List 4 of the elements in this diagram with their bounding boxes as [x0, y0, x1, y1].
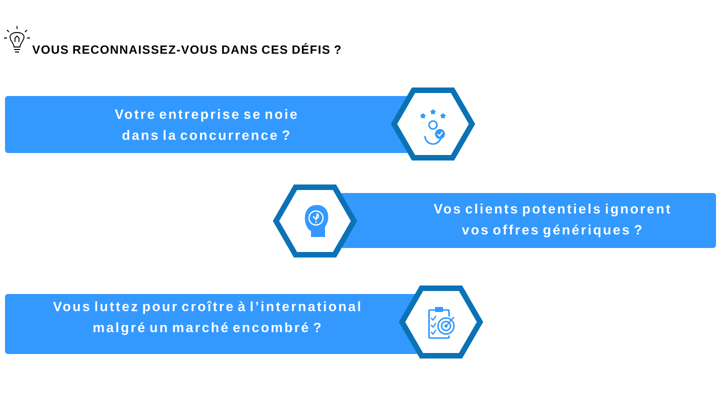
- challenge-banner: Vos clients potentiels ignorent vos offres génériques ?: [340, 193, 716, 248]
- title: VOUS RECONNAISSEZ-VOUS DANS CES DÉFIS ?: [32, 43, 341, 54]
- challenge-banner: Vous luttez pour croître à l’international malgré un marché encombré ?: [5, 294, 420, 354]
- challenge-banner: Votre entreprise se noie dans la concurrence ?: [5, 96, 415, 153]
